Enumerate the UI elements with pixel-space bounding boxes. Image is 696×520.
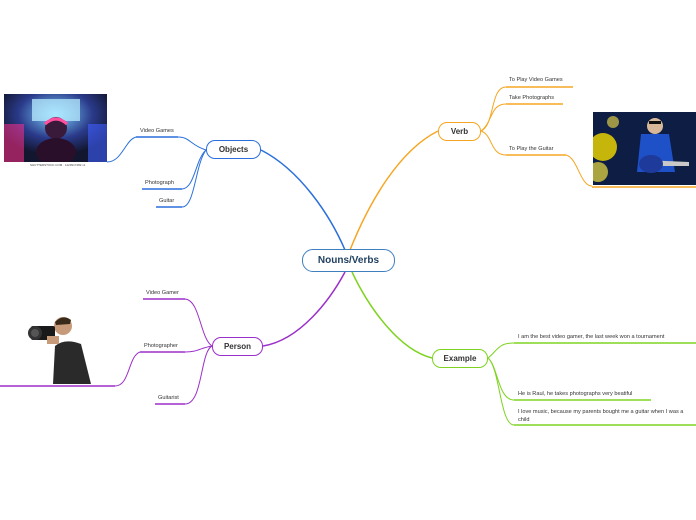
image-watermark: SHUTTERSTOCK.COM · 1123917482 v1	[30, 163, 86, 167]
subtopic-to-play-the-guitar[interactable]: To Play the Guitar	[509, 146, 554, 152]
connector-verb	[349, 130, 439, 251]
guitarist-image	[593, 112, 696, 185]
topic-example-node[interactable]: Example	[432, 349, 488, 368]
video-gamer-image	[4, 94, 107, 162]
topic-person-node[interactable]: Person	[212, 337, 263, 356]
example-sentence-gamer[interactable]: I am the best video gamer, the last week…	[518, 334, 665, 340]
subtopic-guitar[interactable]: Guitar	[159, 198, 175, 204]
connector-example	[351, 271, 433, 359]
connector-person	[262, 271, 346, 347]
topic-verb-node[interactable]: Verb	[438, 122, 481, 141]
example-sentence-photographer[interactable]: He is Raul, he takes photographs very be…	[518, 391, 633, 397]
subtopic-video-gamer[interactable]: Video Gamer	[146, 290, 179, 296]
subtopic-take-photographs[interactable]: Take Photographs	[509, 95, 555, 101]
subtopic-to-play-video-games[interactable]: To Play Video Games	[509, 77, 563, 83]
subtopic-photographer[interactable]: Photographer	[144, 343, 178, 349]
photographer-image	[25, 312, 95, 384]
topic-objects-node[interactable]: Objects	[206, 140, 261, 159]
subtopic-guitarist[interactable]: Guitarist	[158, 395, 179, 401]
subtopic-photograph[interactable]: Photograph	[145, 180, 174, 186]
subtopic-video-games[interactable]: Video Games	[140, 128, 174, 134]
central-topic-node[interactable]: Nouns/Verbs	[302, 249, 395, 272]
example-sentence-guitar[interactable]: I love music, because my parents bought …	[518, 409, 684, 423]
connector-objects	[260, 149, 346, 251]
